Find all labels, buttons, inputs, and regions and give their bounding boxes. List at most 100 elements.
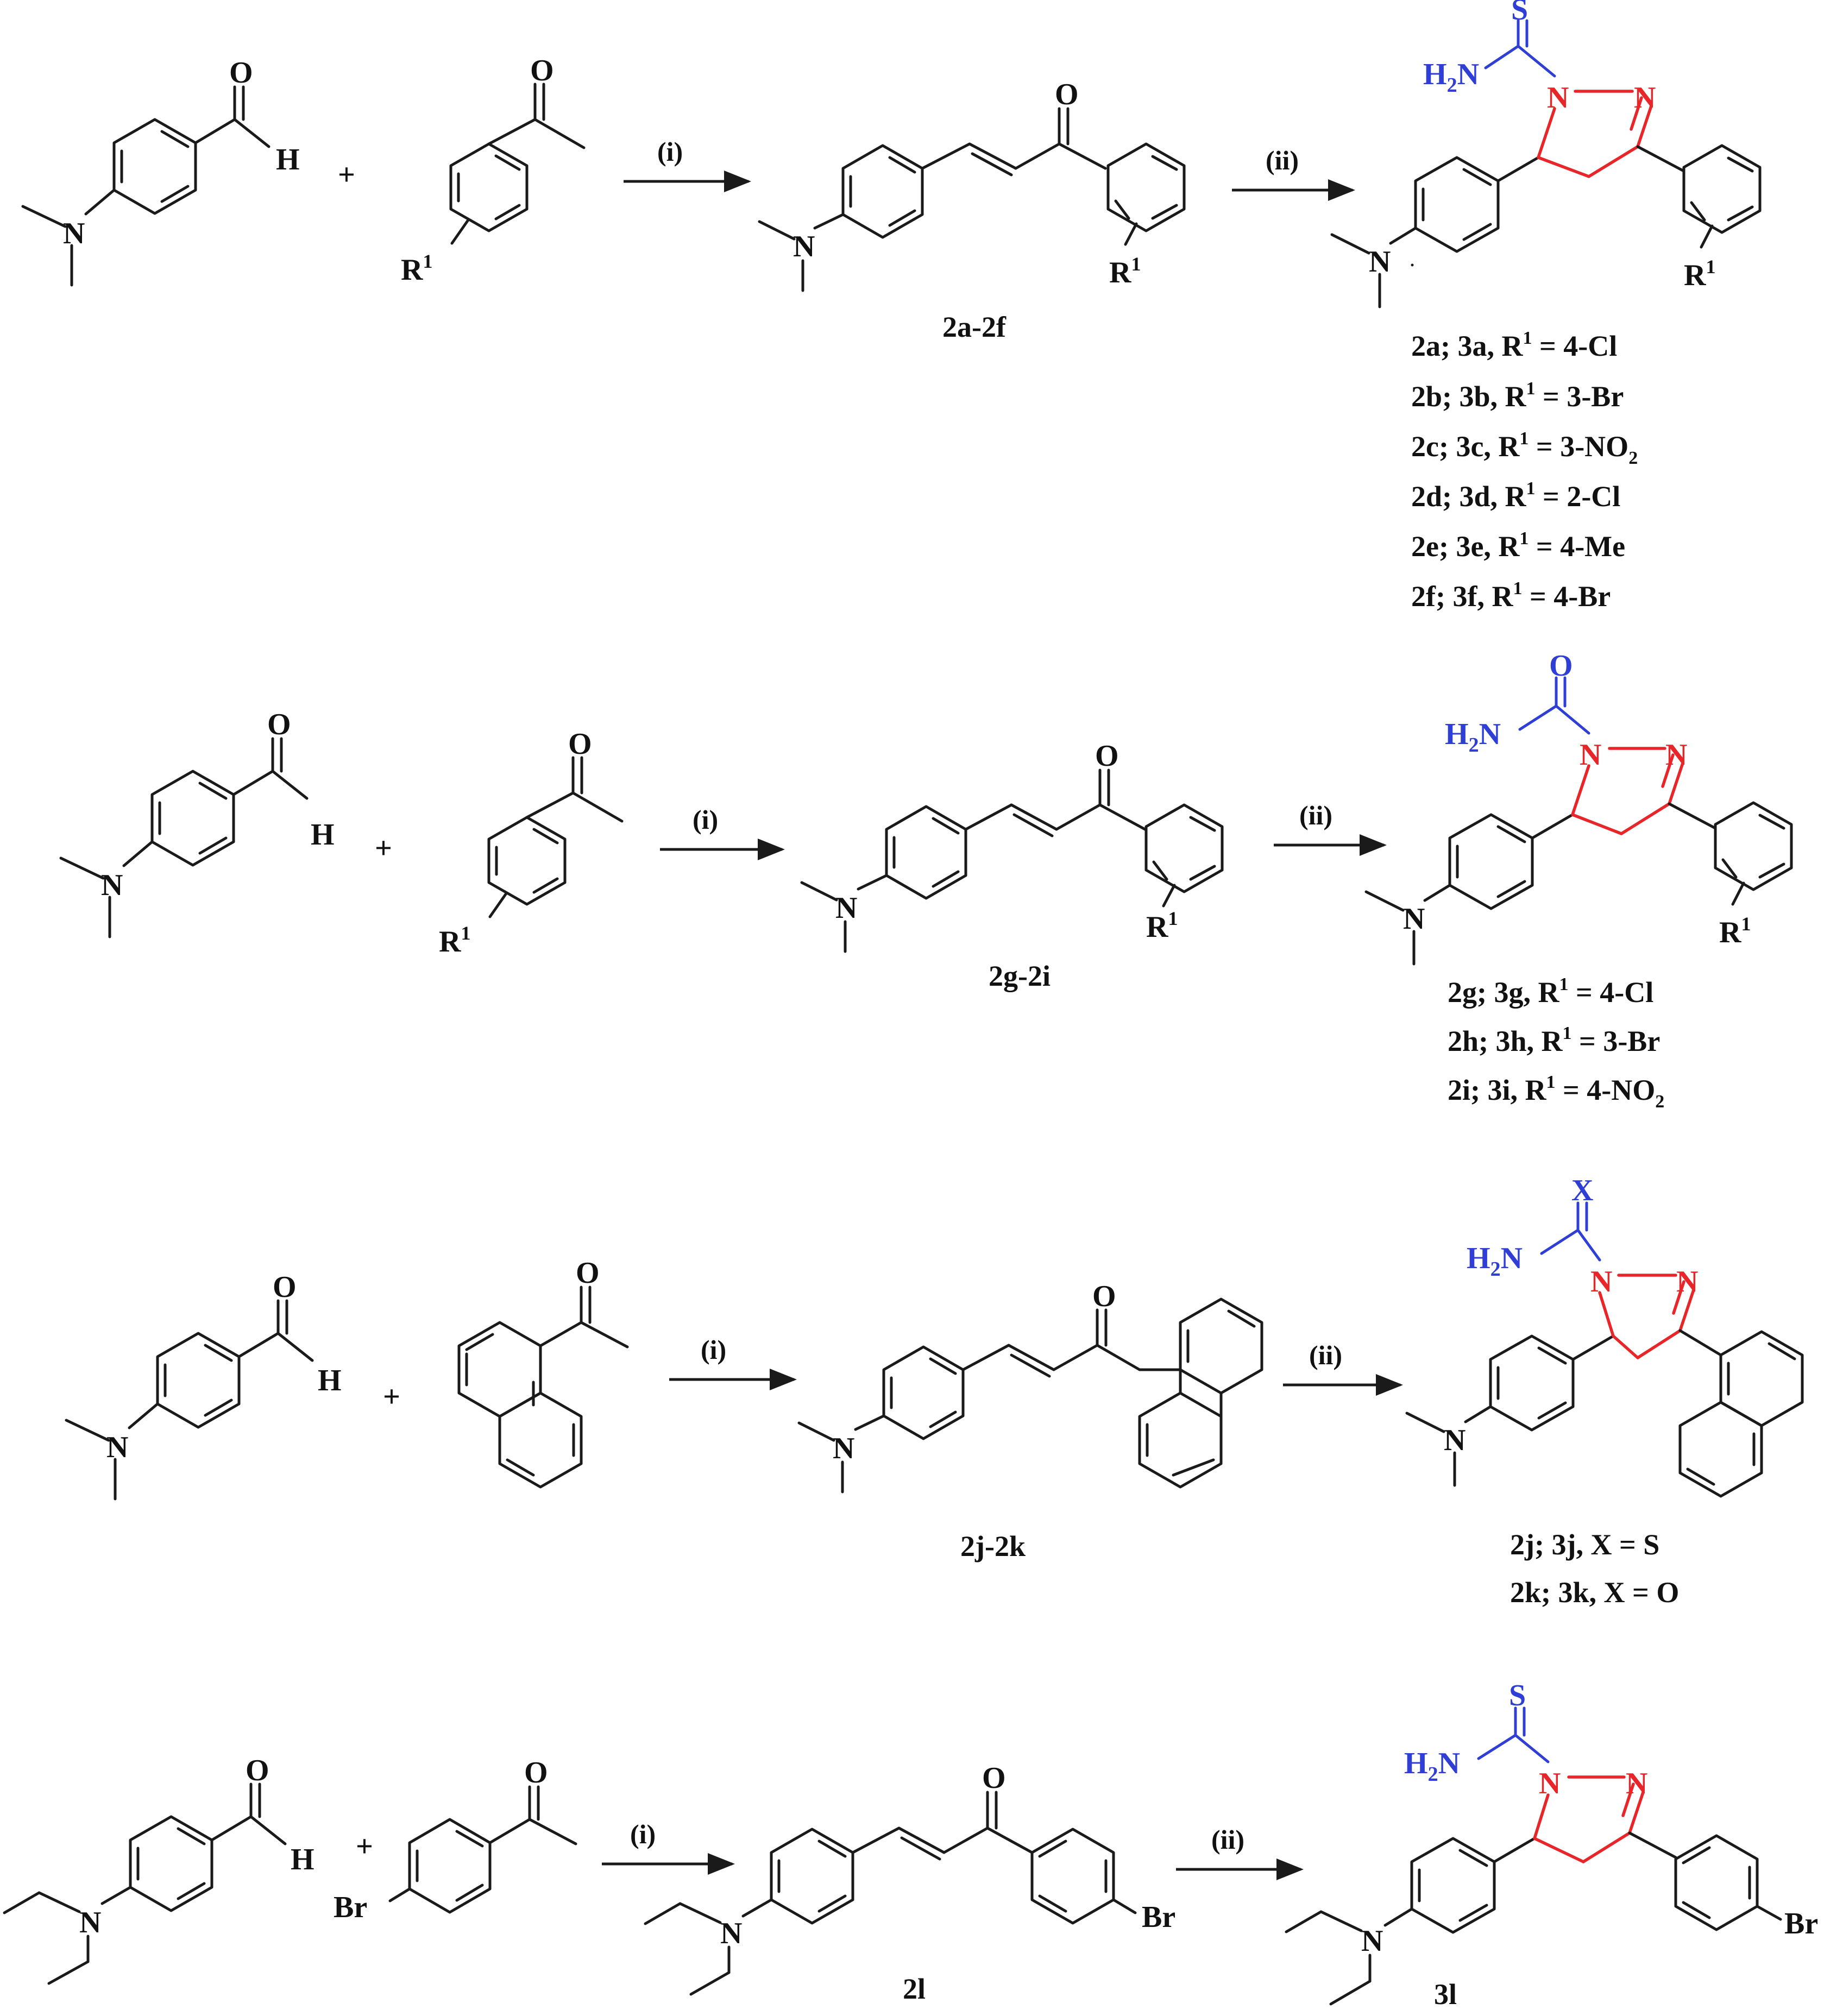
aldehyde-oxygen: O	[273, 1270, 297, 1304]
legend-entry: 2g; 3g, R1 = 4-Cl	[1448, 974, 1653, 1009]
condition-i: (i)	[693, 804, 718, 835]
row-1: N O H + O R1 (i)	[21, 0, 1762, 613]
thione-sulfur: S	[1509, 1679, 1526, 1712]
x-atom: X	[1571, 1174, 1593, 1207]
amide-oxygen: O	[1549, 649, 1573, 683]
amine-nitrogen: N	[720, 1917, 742, 1950]
legend-entry: 2d; 3d, R1 = 2-Cl	[1411, 478, 1620, 513]
legend-3a-3f: 2a; 3a, R1 = 4-Cl 2b; 3b, R1 = 3-Br 2c; …	[1411, 328, 1638, 613]
ketone-oxygen: O	[1092, 1280, 1116, 1313]
amide-nh2: H2N	[1445, 717, 1501, 757]
r1-substituent: R1	[439, 922, 470, 959]
amide-nh2: H2N	[1467, 1242, 1523, 1281]
plus-sign: +	[356, 1830, 373, 1863]
plus-sign: +	[383, 1380, 400, 1414]
legend-3g-3i: 2g; 3g, R1 = 4-Cl 2h; 3h, R1 = 3-Br 2i; …	[1448, 974, 1664, 1112]
aldehyde-oxygen: O	[267, 708, 291, 741]
amine-nitrogen: N	[1369, 245, 1391, 279]
condition-ii: (ii)	[1309, 1340, 1342, 1370]
plus-sign: +	[338, 158, 355, 192]
condition-i: (i)	[630, 1819, 656, 1849]
acetylnaphthalene: O	[457, 1256, 629, 1489]
thione-sulfur: S	[1511, 0, 1528, 27]
pyrazoline-n2: N	[1634, 81, 1656, 115]
condition-ii: (ii)	[1266, 145, 1299, 175]
legend-entry: 2b; 3b, R1 = 3-Br	[1411, 379, 1624, 413]
dimethylaminobenzaldehyde: N O H	[65, 1270, 342, 1501]
legend-entry: 2i; 3i, R1 = 4-NO2	[1448, 1072, 1664, 1112]
condition-ii: (ii)	[1211, 1824, 1244, 1855]
pyrazoline-n2: N	[1665, 738, 1687, 772]
legend-entry: 2f; 3f, R1 = 4-Br	[1411, 578, 1611, 613]
amine-nitrogen: N	[101, 868, 123, 902]
legend-entry: 2j; 3j, X = S	[1510, 1528, 1659, 1561]
aldehyde-hydrogen: H	[276, 143, 300, 177]
plus-sign: +	[375, 831, 392, 865]
r1-substituent: R1	[401, 250, 432, 287]
chalcone-2j-2k: N O	[797, 1280, 1263, 1494]
condition-ii: (ii)	[1299, 800, 1332, 830]
aldehyde-hydrogen: H	[291, 1843, 315, 1876]
bromo-substituent: Br	[1142, 1900, 1175, 1934]
chalcone-label: 2a-2f	[942, 311, 1007, 343]
amine-nitrogen: N	[793, 230, 815, 263]
bromo-substituent: Br	[1784, 1907, 1818, 1941]
dimethylaminobenzaldehyde: N O H	[59, 708, 335, 938]
pyrazoline-product-3l: N N N S H2N Br	[1285, 1679, 1818, 2006]
ketone-oxygen: O	[1095, 739, 1119, 773]
pyrazoline-n2: N	[1676, 1265, 1698, 1299]
row-2: N O H + O R1 (i)	[59, 649, 1793, 1112]
legend-entry: 2k; 3k, X = O	[1510, 1576, 1679, 1609]
legend-entry: 2c; 3c, R1 = 3-NO2	[1411, 429, 1638, 468]
ketone-oxygen: O	[1055, 78, 1079, 111]
amine-nitrogen: N	[1403, 902, 1425, 936]
legend-entry: 2h; 3h, R1 = 3-Br	[1448, 1023, 1660, 1057]
diethylaminobenzaldehyde: N O H	[3, 1754, 315, 1985]
substituted-acetophenone: O R1	[439, 727, 624, 959]
chalcone-2g-2i: N O R1	[800, 739, 1224, 953]
bromo-substituent: Br	[334, 1891, 367, 1924]
pyrazoline-product-3j-3k: N N N X H2N	[1405, 1174, 1804, 1498]
ketone-oxygen: O	[982, 1761, 1006, 1795]
ketone-oxygen: O	[576, 1256, 600, 1290]
pyrazoline-product-3a-3f: N N N S H2N R1	[1330, 0, 1762, 308]
amide-nh2: H2N	[1423, 58, 1479, 97]
amine-nitrogen: N	[63, 217, 85, 250]
row-4: N O H + O Br (i)	[3, 1679, 1818, 2011]
chalcone-2l: N O Br	[644, 1761, 1175, 1996]
row-3: N O H + O (i)	[65, 1174, 1804, 1609]
amine-nitrogen: N	[1361, 1924, 1383, 1958]
dimethylaminobenzaldehyde: N O H	[21, 56, 300, 287]
aldehyde-hydrogen: H	[311, 818, 335, 852]
condition-i: (i)	[701, 1334, 726, 1365]
legend-entry: 2a; 3a, R1 = 4-Cl	[1411, 328, 1617, 362]
amine-nitrogen: N	[835, 891, 857, 925]
pyrazoline-n1: N	[1590, 1265, 1612, 1299]
pyrazoline-product-3g-3i: N N N O H2N R1	[1364, 649, 1793, 966]
aldehyde-oxygen: O	[246, 1754, 269, 1787]
aldehyde-oxygen: O	[229, 56, 253, 90]
legend-entry: 2e; 3e, R1 = 4-Me	[1411, 528, 1625, 563]
aldehyde-hydrogen: H	[318, 1364, 342, 1397]
r1-substituent: R1	[1684, 256, 1715, 292]
bromoacetophenone: O Br	[334, 1756, 577, 1924]
amine-nitrogen: N	[833, 1432, 854, 1465]
chalcone-label: 2j-2k	[960, 1530, 1026, 1563]
r1-substituent: R1	[1109, 253, 1141, 289]
condition-i: (i)	[657, 136, 683, 167]
ketone-oxygen: O	[530, 54, 554, 87]
legend-3j-3k: 2j; 3j, X = S 2k; 3k, X = O	[1510, 1528, 1679, 1609]
amine-nitrogen: N	[79, 1906, 101, 1939]
substituted-acetophenone: O R1	[401, 54, 586, 287]
r1-substituent: R1	[1719, 913, 1751, 949]
r1-substituent: R1	[1146, 908, 1178, 944]
amide-nh2: H2N	[1404, 1747, 1460, 1786]
ketone-oxygen: O	[568, 727, 592, 761]
chalcone-label: 2l	[903, 1973, 926, 2005]
chalcone-label: 2g-2i	[989, 960, 1051, 992]
pyrazoline-n2: N	[1626, 1767, 1647, 1800]
ketone-oxygen: O	[524, 1756, 548, 1790]
pyrazoline-n1: N	[1539, 1767, 1561, 1800]
amine-nitrogen: N	[1444, 1423, 1466, 1457]
